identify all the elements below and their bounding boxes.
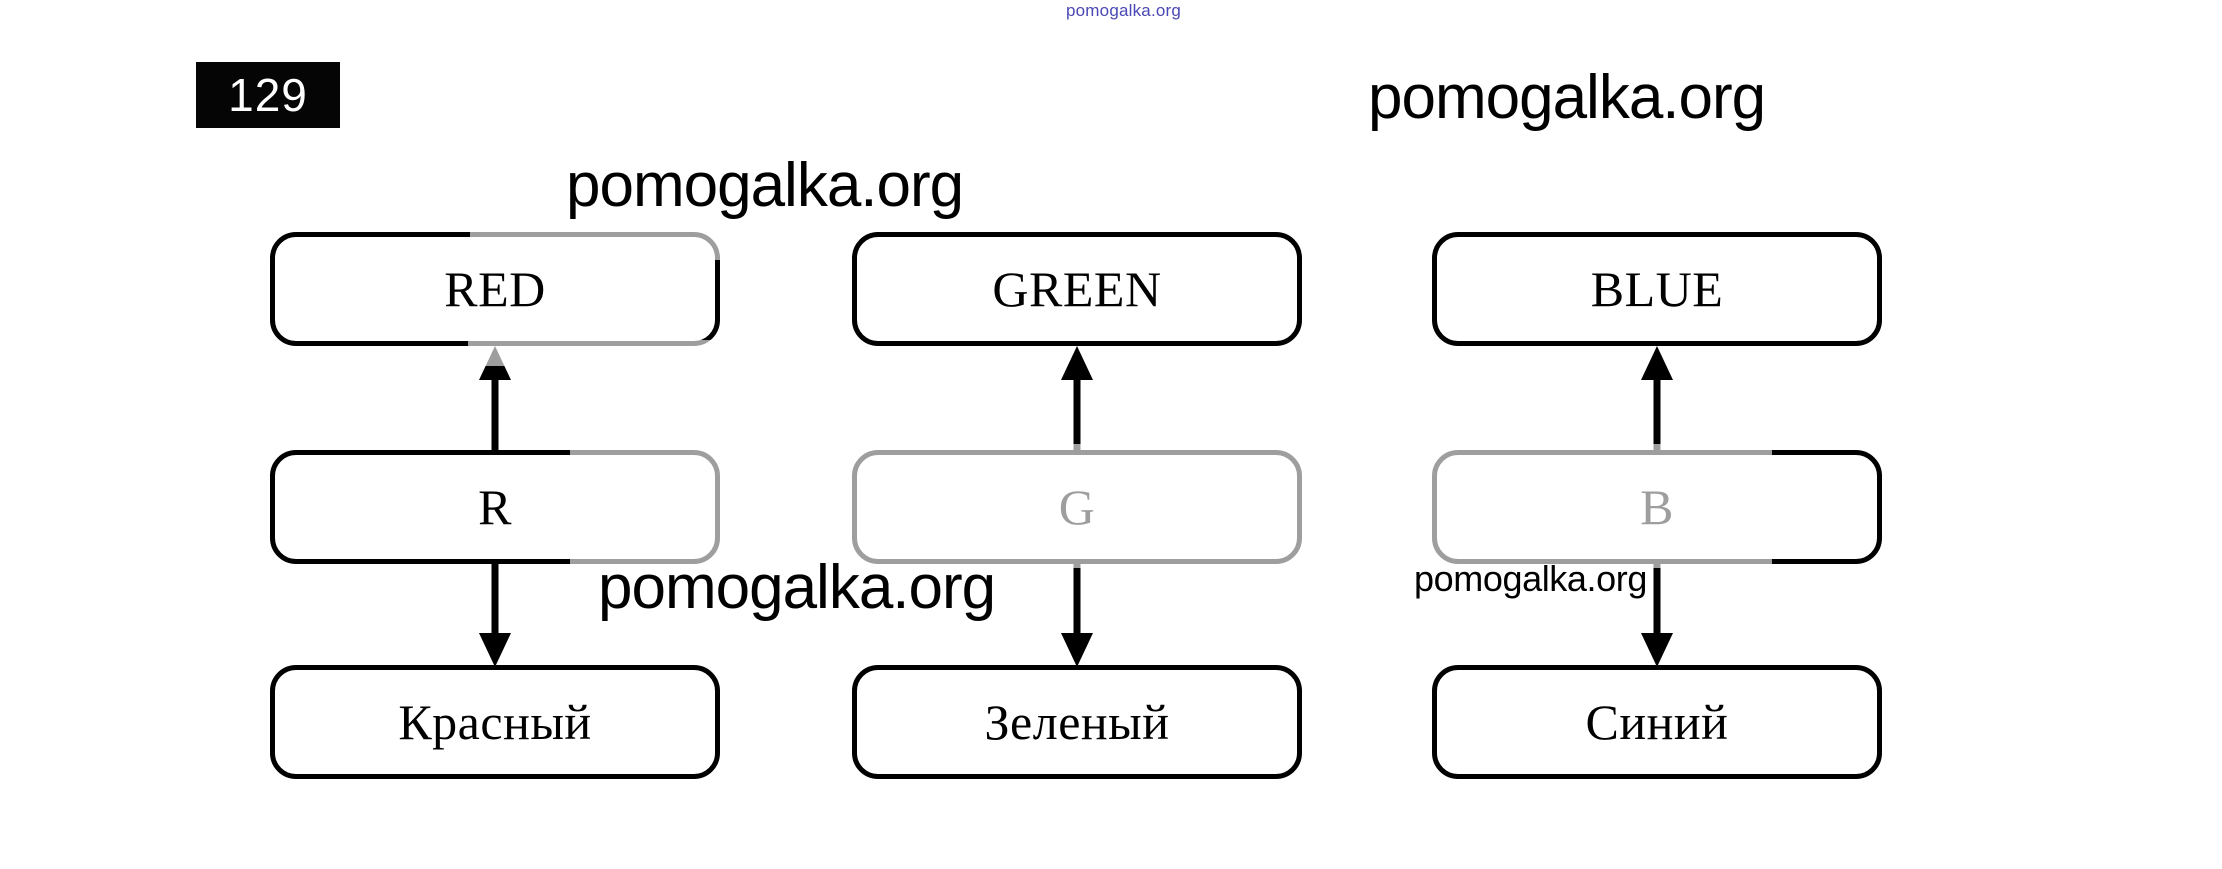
watermark-mid-lower: pomogalka.org [598,553,996,622]
watermark-top-center-tiny: pomogalka.org [1066,1,1182,20]
box-zeleniy-label: Зеленый [984,694,1170,750]
box-blue[interactable]: BLUE [1432,232,1882,346]
box-green-label: GREEN [992,261,1162,317]
box-krasniy[interactable]: Красный [270,665,720,779]
watermark-halo-red-bottom [470,232,720,260]
watermark-halo-b-box [1412,444,1772,568]
watermark-mid-upper: pomogalka.org [566,151,964,220]
arrow-r-to-krasniy-down [475,564,515,667]
exercise-number-badge: 129 [196,62,340,128]
watermark-small-right: pomogalka.org [1414,558,1647,599]
box-zeleniy[interactable]: Зеленый [852,665,1302,779]
watermark-top-right: pomogalka.org [1368,63,1766,132]
box-blue-label: BLUE [1590,261,1724,317]
arrow-b-to-blue-up [1637,346,1677,452]
box-red-label: RED [444,261,546,317]
arrow-g-to-zeleniy-down [1057,564,1097,667]
watermark-halo-r-right [570,444,725,572]
box-siniy[interactable]: Синий [1432,665,1882,779]
watermark-halo-g-box [852,444,1312,568]
box-krasniy-label: Красный [398,694,592,750]
arrow-g-to-green-up [1057,346,1097,452]
box-siniy-label: Синий [1585,694,1729,750]
box-r-label: R [478,479,512,535]
box-green[interactable]: GREEN [852,232,1302,346]
watermark-halo-red-underline [468,340,718,366]
arrow-b-to-siniy-down [1637,564,1677,667]
